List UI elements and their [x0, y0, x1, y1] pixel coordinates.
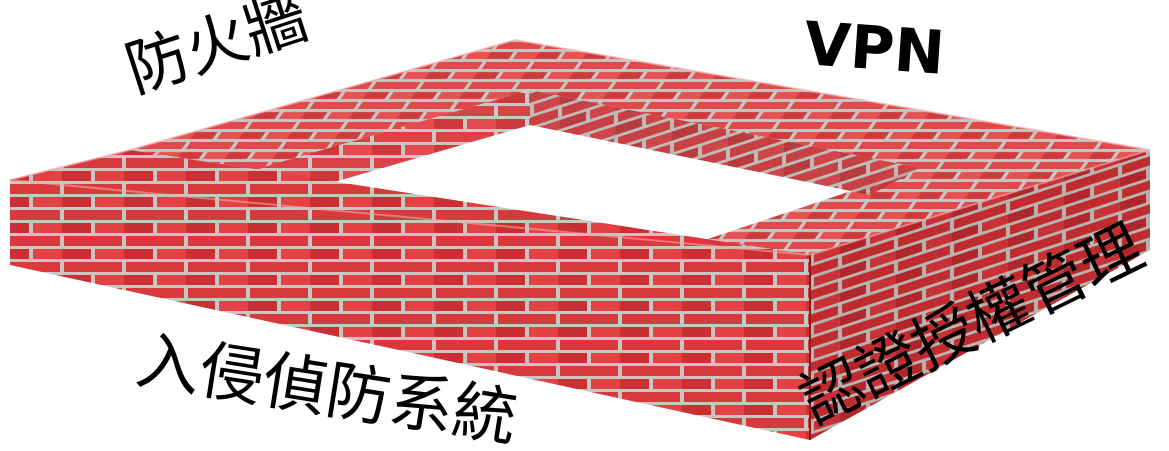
- wall-top-edge: [9, 38, 1151, 257]
- wall-front-left-face: [10, 150, 810, 440]
- inner-back-left-wall: [260, 90, 530, 195]
- vpn-label: VPN: [801, 9, 947, 89]
- wall-front-right-face: [810, 150, 1150, 440]
- inner-back-right-wall: [530, 90, 920, 195]
